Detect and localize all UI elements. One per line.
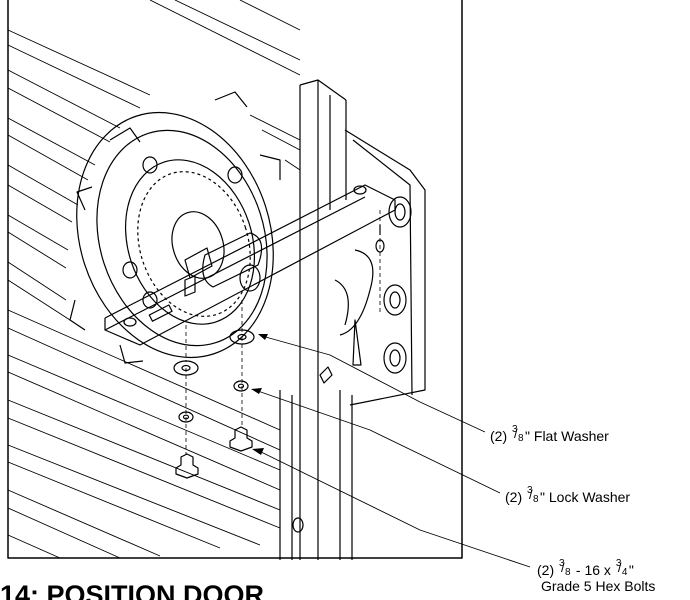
lock-washer-callout: (2) 3/8" Lock Washer: [505, 485, 631, 505]
lock-washer-size: 3/8: [527, 485, 539, 505]
vertical-track: [279, 79, 353, 560]
flat-washer-qty: (2): [490, 428, 508, 444]
hex-bolts-diameter: 3/8: [559, 558, 571, 578]
step-title: 14: POSITION DOOR: [0, 580, 265, 600]
door-slats: [7, 0, 301, 559]
mounting-plate: [319, 129, 426, 406]
hex-bolts-length: 3/4: [615, 558, 628, 578]
bearing-bracket: [104, 184, 396, 346]
assembly-lines: [185, 210, 381, 455]
frame-border: [7, 0, 463, 559]
hex-bolts-qty: (2): [537, 562, 555, 578]
shaft-collar: [184, 232, 263, 297]
lock-washer-qty: (2): [505, 489, 523, 505]
flat-washer-label: Flat Washer: [533, 428, 609, 444]
drum-wheel: [69, 91, 281, 364]
flat-washer-callout: (2) 3/8" Flat Washer: [490, 424, 609, 444]
leader-arrowheads: [251, 334, 268, 455]
flat-washer-size: 3/8: [512, 424, 524, 444]
hex-bolts-grade: Grade 5 Hex Bolts: [541, 578, 656, 594]
leader-lines: [254, 335, 531, 568]
hex-bolts-thread: - 16 x: [575, 562, 611, 578]
hex-bolts-callout: (2) 3/8 - 16 x 3/4" Grade 5 Hex Bolts: [537, 558, 656, 594]
lock-washer-label: Lock Washer: [548, 489, 631, 505]
